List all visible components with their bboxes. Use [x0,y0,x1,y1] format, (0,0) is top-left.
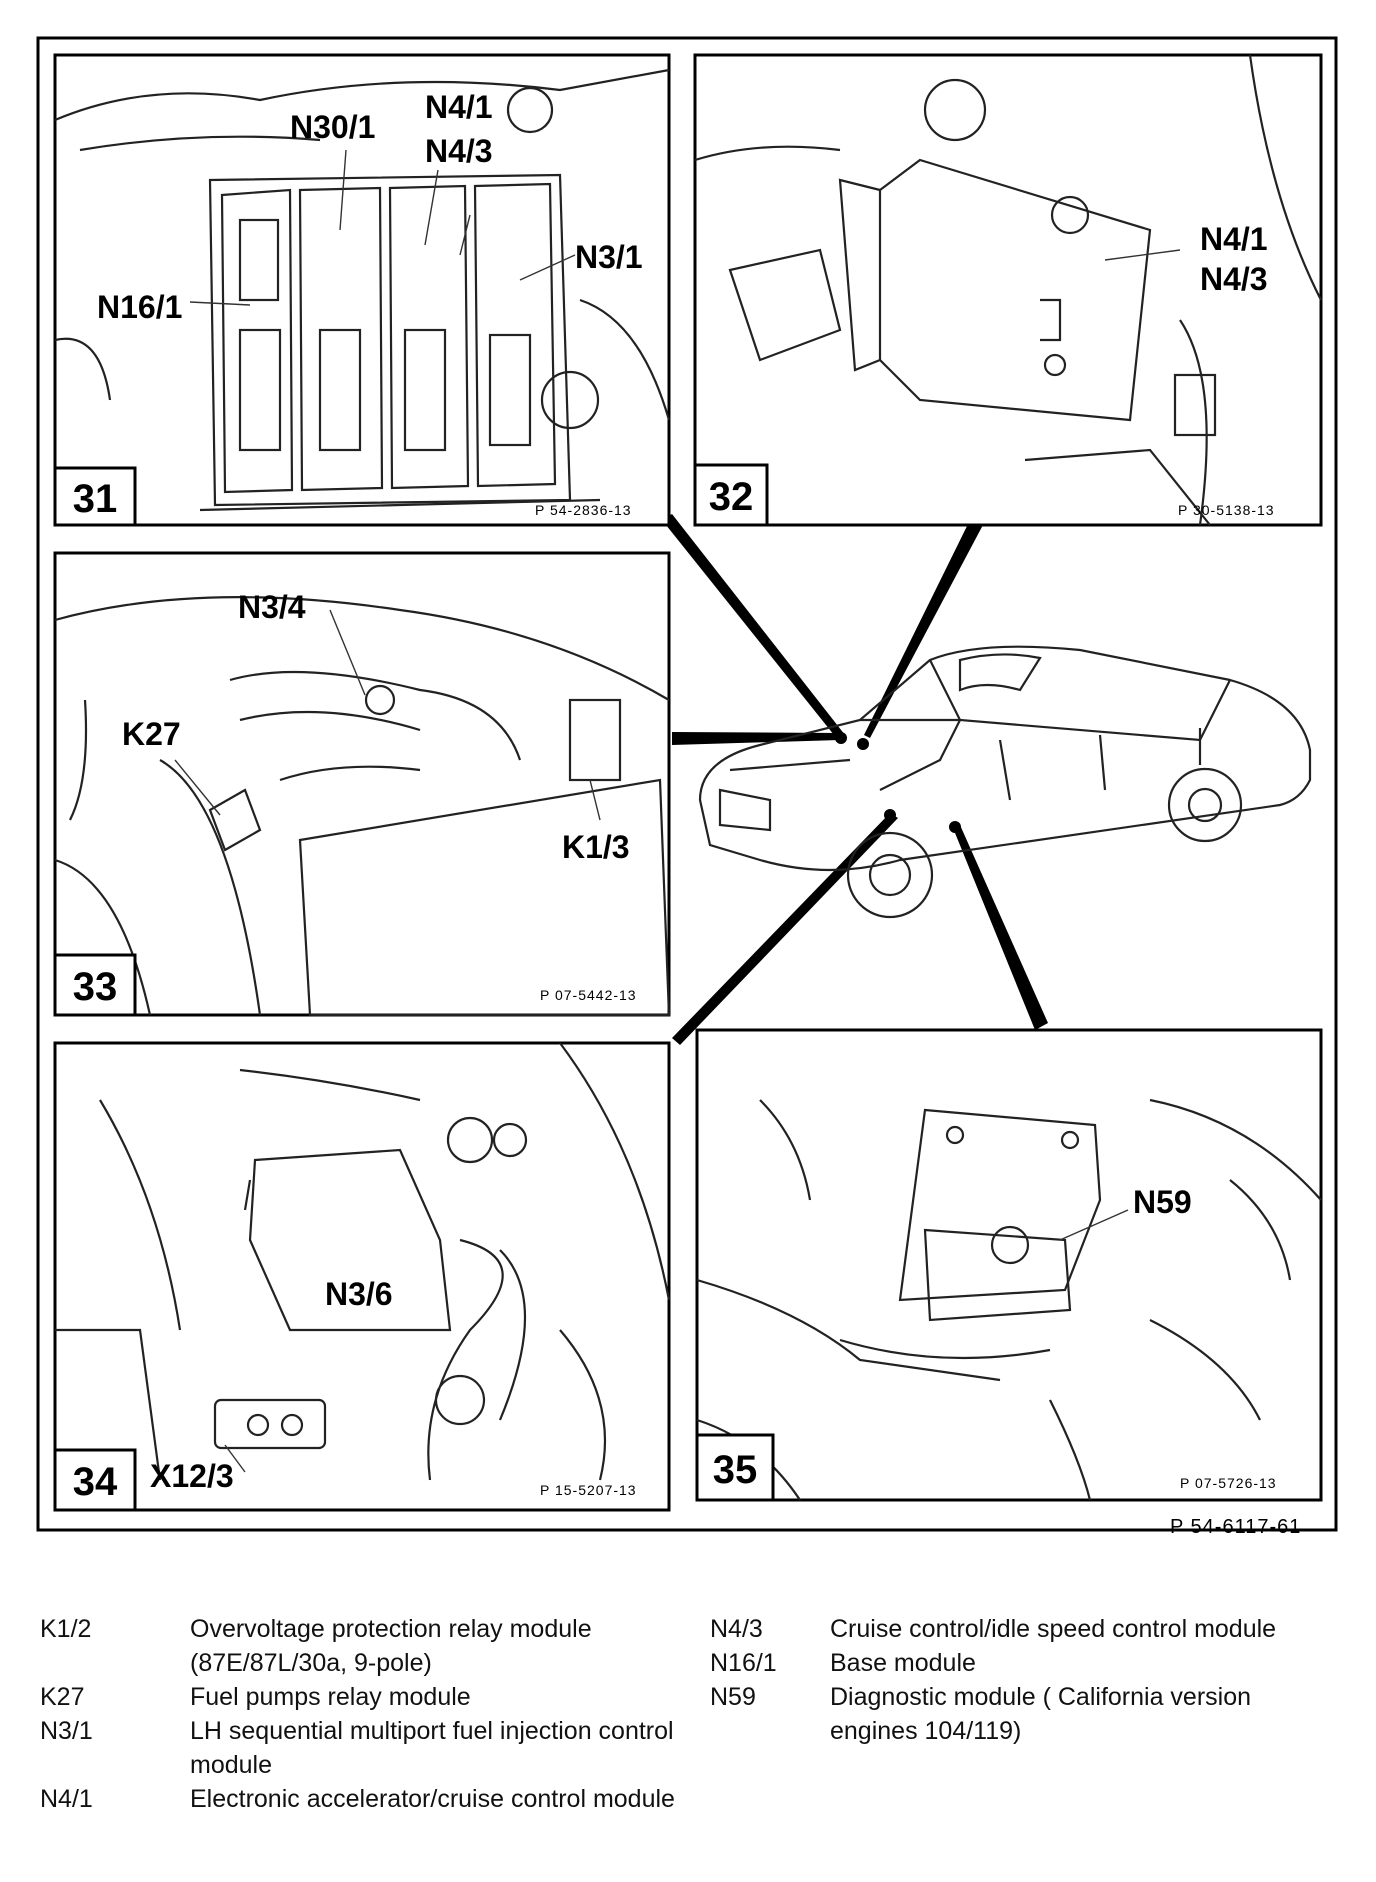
legend-description: Diagnostic module ( California version e… [830,1683,1252,1745]
outer-frame [36,36,1338,1532]
panel-32: 32 P 30-5138-13 N4/1 N4/3 [693,53,1323,527]
label-n30-1: N30/1 [290,109,375,145]
legend-item: N59 Diagnostic module ( California versi… [710,1680,1340,1748]
panel-number: 32 [709,475,754,519]
label-n3-4: N3/4 [238,589,306,625]
legend-code: N3/1 [40,1717,93,1745]
panel-ref: P 07-5726-13 [1180,1475,1277,1491]
legend-item: K1/2 Overvoltage protection relay module… [40,1612,680,1680]
legend-code: K1/2 [40,1615,92,1643]
label-n4-1: N4/1 [425,89,493,125]
leader-lines [662,514,1048,1045]
panel-35: 35 P 07-5726-13 N59 [695,1028,1323,1502]
legend-code: N4/1 [40,1785,93,1813]
legend-description: Cruise control/idle speed control module [830,1615,1277,1643]
panel-number: 31 [73,477,118,521]
component-location-diagram: 31 P 54-2836-13 N30/1 N4/1 N4/3 N3/1 N16… [36,36,1338,1538]
legend-description: Electronic accelerator/cruise control mo… [190,1785,675,1813]
legend-code: N16/1 [710,1649,777,1677]
panel-number: 33 [73,965,118,1009]
legend-item: K27 Fuel pumps relay module [40,1680,680,1714]
legend-description: LH sequential multiport fuel injection c… [190,1717,674,1779]
panel-ref: P 15-5207-13 [540,1482,637,1498]
car-illustration [698,645,1312,919]
label-k27: K27 [122,716,181,752]
label-n4-3: N4/3 [425,133,493,169]
legend-description: Fuel pumps relay module [190,1683,471,1711]
legend-description: Base module [830,1649,976,1677]
label-n59: N59 [1133,1184,1192,1220]
panel-number: 34 [73,1460,118,1504]
location-markers [835,732,961,833]
label-n4-3: N4/3 [1200,261,1268,297]
label-n16-1: N16/1 [97,289,182,325]
legend-code: N59 [710,1683,756,1711]
panel-ref: P 07-5442-13 [540,987,637,1003]
legend-item: N3/1 LH sequential multiport fuel inject… [40,1714,680,1782]
panel-33: 33 P 07-5442-13 N3/4 K27 K1/3 [53,551,671,1017]
label-n3-6: N3/6 [325,1276,393,1312]
legend-item: N4/1 Electronic accelerator/cruise contr… [40,1782,680,1816]
legend-item: N4/3 Cruise control/idle speed control m… [710,1612,1340,1646]
label-n4-1: N4/1 [1200,221,1268,257]
panel-ref: P 30-5138-13 [1178,502,1275,518]
panel-number: 35 [713,1448,758,1492]
label-n3-1: N3/1 [575,239,643,275]
panel-34: 34 P 15-5207-13 N3/6 X12/3 [53,1041,671,1512]
label-k1-3: K1/3 [562,829,630,865]
legend-right-column: N4/3 Cruise control/idle speed control m… [710,1612,1340,1748]
legend-item: N16/1 Base module [710,1646,1340,1680]
panel-ref: P 54-2836-13 [535,502,632,518]
legend-code: K27 [40,1683,85,1711]
label-x12-3: X12/3 [150,1458,234,1494]
panel-31: 31 P 54-2836-13 N30/1 N4/1 N4/3 N3/1 N16… [53,53,671,527]
legend-description: Overvoltage protection relay module (87E… [190,1615,592,1677]
legend-left-column: K1/2 Overvoltage protection relay module… [40,1612,680,1816]
legend-code: N4/3 [710,1615,763,1643]
figure-ref: P 54-6117-61 [1170,1516,1301,1538]
